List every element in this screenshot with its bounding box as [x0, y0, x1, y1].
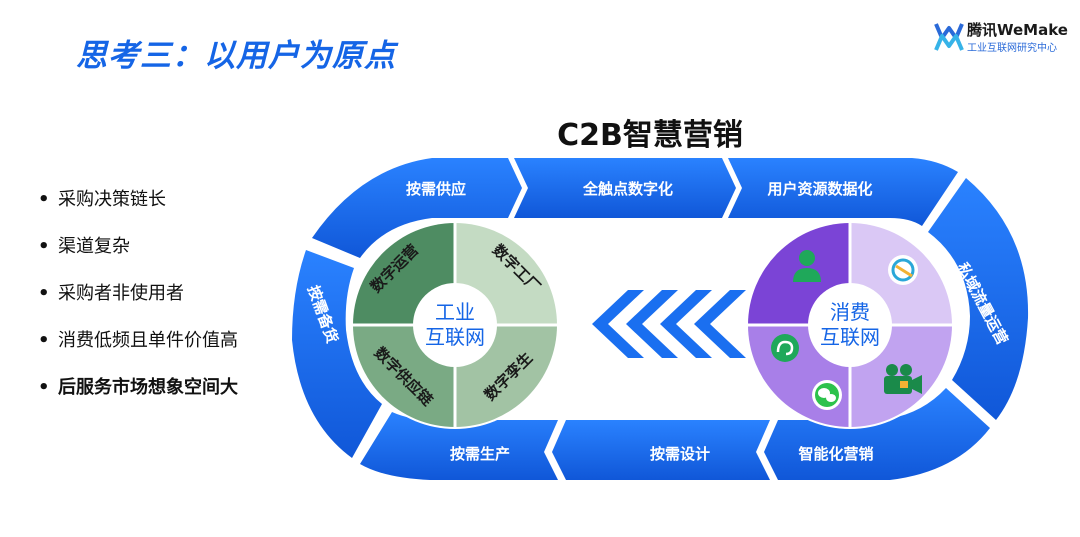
industrial-internet-circle: 工业 互联网 数字运营 数字工厂 数字供应链 数字孪生: [351, 221, 559, 429]
bullet-text: 渠道复杂: [58, 236, 130, 257]
label-user-data: 用户资源数据化: [767, 180, 872, 198]
logo: 腾讯WeMake 工业互联网研究中心: [934, 18, 1074, 58]
left-circle-line1: 工业: [435, 300, 475, 324]
segment-private-traffic: [928, 178, 1029, 420]
logo-brand: 腾讯WeMake: [967, 21, 1068, 39]
bullet-item: •采购者非使用者: [38, 283, 184, 304]
segment-touchpoint: [514, 158, 736, 218]
chevron-left-icon: [626, 290, 678, 358]
right-circle-line1: 消费: [830, 300, 870, 324]
bullet-text: 采购者非使用者: [58, 283, 184, 304]
bullet-list: •采购决策链长 •渠道复杂 •采购者非使用者 •消费低频且单件价值高 •后服务市…: [38, 186, 238, 421]
bullet-text: 采购决策链长: [58, 189, 166, 210]
chevron-left-icon: [592, 290, 644, 358]
wemake-logo-icon: [934, 23, 964, 51]
segment-production: [360, 412, 558, 480]
bullet-text: 消费低频且单件价值高: [58, 330, 238, 351]
left-circle-line2: 互联网: [425, 325, 485, 349]
label-production: 按需生产: [450, 445, 510, 463]
segment-supply: [312, 158, 522, 258]
bullet-item: •采购决策链长: [38, 189, 166, 210]
video-camera-icon: [884, 364, 922, 394]
bullet-item: •渠道复杂: [38, 236, 130, 257]
segment-smart-marketing: [764, 388, 990, 480]
diagram-heading-wrap: C2B智慧营销: [520, 110, 780, 154]
segment-user-data: [728, 158, 958, 226]
diagram-heading: C2B智慧营销: [557, 118, 743, 153]
person-icon: [793, 250, 821, 282]
logo-subtitle: 工业互联网研究中心: [967, 43, 1057, 54]
segment-design: [552, 420, 770, 480]
bullet-item: •后服务市场想象空间大: [38, 377, 238, 398]
flow-chevrons: [592, 290, 746, 358]
label-supply: 按需供应: [406, 180, 466, 198]
bullet-text: 后服务市场想象空间大: [58, 377, 238, 398]
label-smart-marketing: 智能化营销: [798, 445, 873, 463]
loop-track: [292, 158, 1029, 480]
slide-title: 思考三：以用户为原点: [76, 38, 396, 74]
mini-program-icon: [771, 334, 799, 362]
chevron-left-icon: [694, 290, 746, 358]
wechat-icon: [812, 380, 842, 410]
bullet-item: •消费低频且单件价值高: [38, 330, 238, 351]
label-design: 按需设计: [650, 445, 710, 463]
segment-stock: [292, 250, 382, 458]
label-touchpoint: 全触点数字化: [582, 180, 673, 198]
right-circle-line2: 互联网: [820, 325, 880, 349]
consumer-internet-circle: 消费 互联网: [746, 221, 954, 429]
chevron-left-icon: [660, 290, 712, 358]
chat-bubble-icon: [888, 255, 918, 285]
